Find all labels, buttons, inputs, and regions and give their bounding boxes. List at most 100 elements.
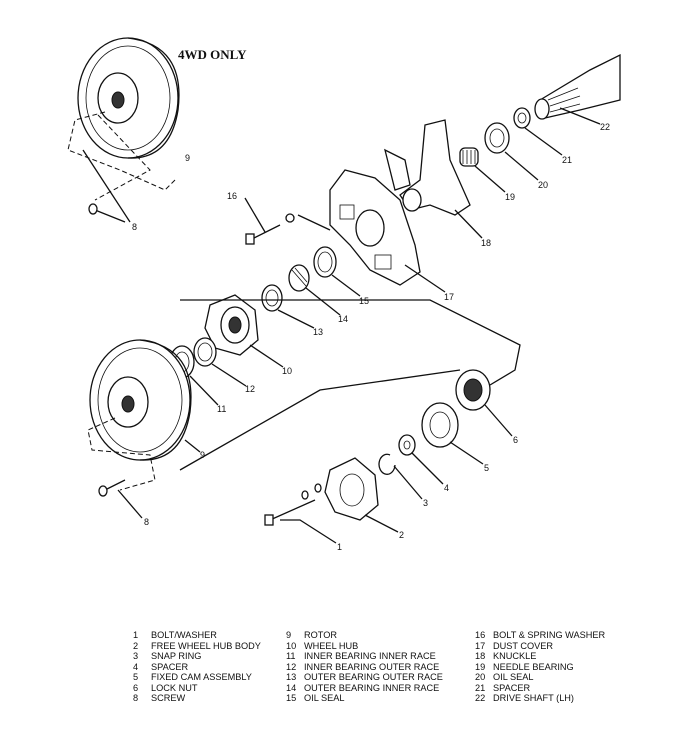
legend-label: NEEDLE BEARING	[493, 661, 574, 672]
legend-label: DRIVE SHAFT (LH)	[493, 693, 574, 703]
outer-bearing-inner-race-14	[288, 264, 341, 316]
legend-label: DUST COVER	[493, 640, 554, 651]
diagram-title: 4WD ONLY	[178, 47, 247, 62]
callout-5: 5	[484, 463, 489, 473]
oil-seal-20	[484, 122, 539, 181]
oil-seal-15	[313, 246, 361, 297]
legend-column-1: 1 BOLT/WASHER 2 FREE WHEEL HUB BODY 3 SNAP RI…	[133, 630, 261, 704]
drive-shaft	[534, 53, 621, 125]
screw-upper	[88, 203, 126, 223]
rotor-lower	[89, 339, 201, 461]
callout-22: 22	[600, 122, 610, 132]
callout-8: 8	[132, 222, 137, 232]
legend-number: 13	[286, 672, 297, 682]
legend-item: 9 ROTOR	[286, 630, 443, 641]
legend-item: 5 FIXED CAM ASSEMBLY	[133, 672, 261, 683]
fixed-cam-5	[421, 402, 484, 465]
legend-item: 17 DUST COVER	[475, 641, 605, 652]
callout-12: 12	[245, 384, 255, 394]
legend-item: 4 SPACER	[133, 662, 261, 673]
callout-11: 11	[217, 404, 226, 414]
callout-16: 16	[227, 191, 237, 201]
legend-label: WHEEL HUB	[304, 640, 359, 651]
callout-1: 1	[337, 542, 342, 552]
legend-label: SCREW	[151, 693, 186, 703]
spacer-21	[513, 107, 563, 156]
lock-nut-6	[455, 369, 513, 437]
callout-19: 19	[505, 192, 515, 202]
legend-number: 11	[286, 651, 296, 661]
legend-label: INNER BEARING INNER RACE	[304, 651, 436, 661]
legend-label: FREE WHEEL HUB BODY	[151, 640, 261, 651]
legend-number: 5	[133, 672, 139, 682]
legend-label: SPACER	[151, 661, 189, 672]
callout-2: 2	[399, 530, 404, 540]
spacer-4	[398, 434, 444, 485]
bolt-16	[244, 197, 331, 245]
callout-21: 21	[562, 155, 572, 165]
rotor-upper	[77, 37, 180, 159]
legend-item: 6 LOCK NUT	[133, 683, 261, 694]
legend-item: 11 INNER BEARING INNER RACE	[286, 651, 443, 662]
legend-number: 2	[133, 640, 139, 651]
legend-label: SNAP RING	[151, 651, 202, 661]
snap-ring-3	[378, 453, 423, 500]
callout-9: 9	[185, 153, 190, 163]
legend-label: BOLT/WASHER	[151, 630, 217, 640]
legend-number: 16	[475, 630, 486, 640]
callout-8b: 8	[144, 517, 149, 527]
legend-number: 20	[475, 672, 486, 682]
legend-label: OUTER BEARING INNER RACE	[304, 682, 440, 693]
outer-bearing-outer-race-13	[261, 284, 315, 329]
legend-number: 17	[475, 640, 486, 651]
inner-bearing-outer-race-12	[193, 337, 247, 387]
legend-item: 1 BOLT/WASHER	[133, 630, 261, 641]
screw-lower	[98, 479, 143, 519]
callout-4: 4	[444, 483, 449, 493]
legend-number: 21	[475, 682, 486, 693]
legend-number: 12	[286, 661, 297, 672]
legend-number: 3	[133, 651, 139, 661]
legend-label: INNER BEARING OUTER RACE	[304, 661, 440, 672]
legend-number: 19	[475, 661, 486, 672]
legend-label: ROTOR	[304, 630, 338, 640]
legend-number: 9	[286, 630, 292, 640]
legend-label: OIL SEAL	[304, 693, 345, 703]
legend-label: FIXED CAM ASSEMBLY	[151, 672, 252, 682]
legend-number: 18	[475, 651, 486, 661]
legend-label: SPACER	[493, 682, 531, 693]
legend-item: 15 OIL SEAL	[286, 693, 443, 704]
legend-number: 6	[133, 682, 139, 693]
callout-17: 17	[444, 292, 454, 302]
legend-item: 16 BOLT & SPRING WASHER	[475, 630, 605, 641]
callout-18: 18	[481, 238, 491, 248]
legend-number: 1	[133, 630, 139, 640]
callout-9b: 9	[200, 450, 205, 460]
free-wheel-hub-2	[324, 457, 399, 533]
callout-6: 6	[513, 435, 518, 445]
callout-10: 10	[282, 366, 292, 376]
needle-bearing-19	[459, 147, 506, 193]
callout-3: 3	[423, 498, 428, 508]
legend-number: 15	[286, 693, 297, 703]
legend-number: 4	[133, 661, 139, 672]
callout-15: 15	[359, 296, 369, 306]
callout-20: 20	[538, 180, 548, 190]
legend-item: 2 FREE WHEEL HUB BODY	[133, 641, 261, 652]
knuckle-18	[384, 119, 483, 239]
legend-item: 19 NEEDLE BEARING	[475, 662, 605, 673]
legend-label: LOCK NUT	[151, 682, 198, 693]
legend-label: OUTER BEARING OUTER RACE	[304, 672, 443, 682]
bolt-washer-1	[264, 483, 337, 544]
callout-14: 14	[338, 314, 348, 324]
dust-cover-17	[329, 169, 446, 293]
legend-label: BOLT & SPRING WASHER	[493, 630, 606, 640]
